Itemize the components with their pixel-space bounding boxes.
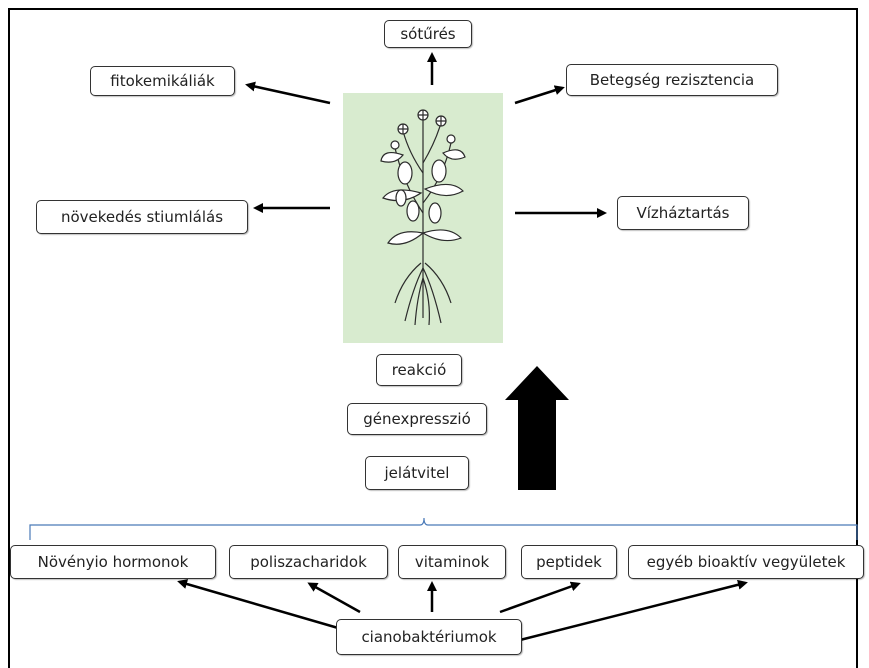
compound-hormones-box: Növényio hormonok bbox=[10, 545, 216, 579]
plant-icon bbox=[380, 109, 466, 326]
water-balance-box: Vízháztartás bbox=[617, 196, 749, 230]
arrow-to-disease-resistance bbox=[514, 85, 565, 105]
compounds-brace bbox=[29, 517, 858, 540]
compound-other-box: egyéb bioaktív vegyületek bbox=[628, 545, 864, 579]
diagram-frame bbox=[8, 8, 858, 668]
plant-illustration bbox=[343, 93, 503, 343]
arrow-to-other-compounds bbox=[519, 579, 748, 642]
arrow-to-polysaccharides bbox=[307, 582, 361, 614]
disease-resistance-box: Betegség rezisztencia bbox=[566, 64, 778, 96]
compound-peptides-box: peptidek bbox=[521, 545, 617, 579]
compound-vitamins-box: vitaminok bbox=[398, 545, 506, 579]
reaction-box: reakció bbox=[376, 354, 462, 386]
arrow-to-hormones bbox=[177, 579, 346, 632]
arrow-to-peptides bbox=[499, 581, 581, 614]
signal-transduction-box: jelátvitel bbox=[365, 456, 469, 490]
salt-tolerance-box: sótűrés bbox=[384, 20, 472, 48]
phytochemicals-box: fitokemikáliák bbox=[90, 66, 235, 96]
big-up-arrow bbox=[505, 366, 569, 490]
source-box: cianobaktériumok bbox=[336, 619, 522, 655]
compound-polysaccharides-box: poliszacharidok bbox=[229, 545, 388, 579]
gene-expression-box: génexpresszió bbox=[347, 403, 487, 435]
arrow-to-phytochemicals bbox=[245, 81, 331, 105]
growth-stimulation-box: növekedés stiumlálás bbox=[36, 200, 248, 234]
